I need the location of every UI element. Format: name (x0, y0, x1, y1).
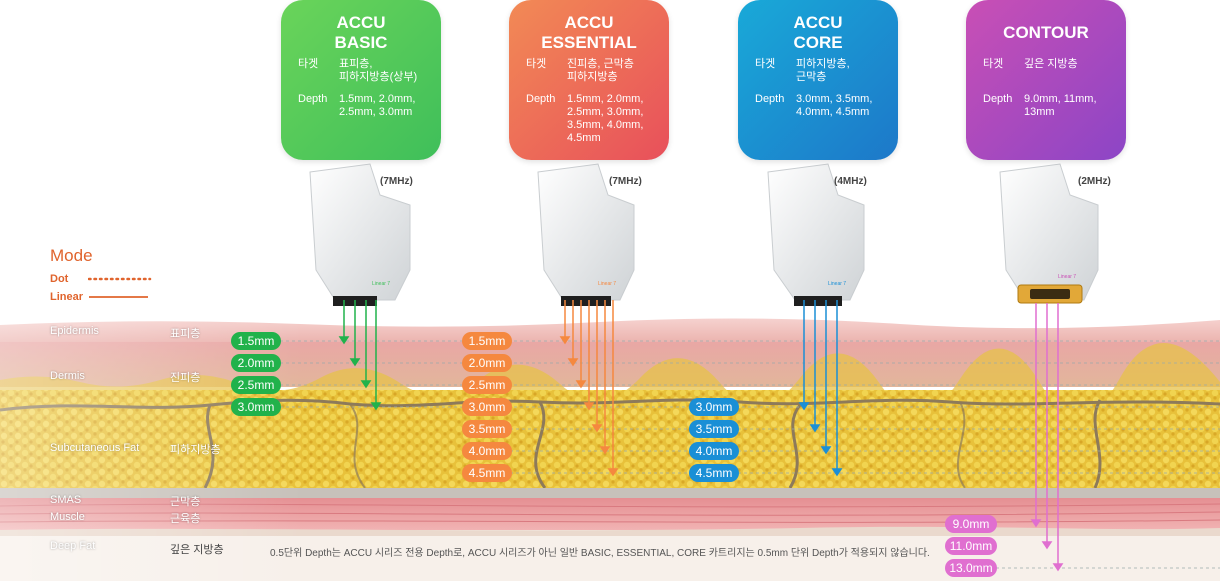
layer-en: SMAS (50, 494, 82, 506)
linear-legend-line (89, 296, 148, 298)
beams-contour (1030, 303, 1064, 572)
depth-pill: 3.5mm (462, 420, 512, 438)
depth-pill: 1.5mm (462, 332, 512, 350)
depth-pill: 4.5mm (462, 464, 512, 482)
cartridge-label: Linear 7 (372, 281, 390, 287)
beams-essential (559, 300, 619, 477)
card-accu-essential: ACCU ESSENTIAL 타겟 진피층, 근막층 피하지방층 Depth 1… (509, 0, 669, 160)
depth-pill: 4.0mm (462, 442, 512, 460)
footnote: 0.5단위 Depth는 ACCU 시리즈 전용 Depth로, ACCU 시리… (270, 548, 930, 559)
depth-pill: 2.0mm (462, 354, 512, 372)
layer-en: Dermis (50, 370, 85, 382)
frequency-label: (7MHz) (380, 176, 413, 187)
frequency-label: (4MHz) (834, 176, 867, 187)
mode-dot-label: Dot (50, 273, 69, 285)
depth-pill: 2.0mm (231, 354, 281, 372)
beams-core (798, 300, 843, 477)
cartridge-label: Linear 7 (598, 281, 616, 287)
depth-pill: 13.0mm (945, 559, 997, 577)
card-title: ACCU BASIC (334, 13, 388, 52)
card-title: ACCU ESSENTIAL (541, 13, 637, 52)
card-title: CONTOUR (1003, 23, 1089, 42)
target-value: 진피층, 근막층 피하지방층 (567, 58, 634, 83)
card-contour: CONTOUR 타겟 깊은 지방층 Depth 9.0mm, 11mm, 13m… (966, 0, 1126, 160)
card-accu-core: ACCU CORE 타겟 피하지방층, 근막층 Depth 3.0mm, 3.5… (738, 0, 898, 160)
depth-value: 3.0mm, 3.5mm, 4.0mm, 4.5mm (796, 93, 873, 118)
depth-pill: 3.0mm (689, 398, 739, 416)
depth-label: Depth (755, 93, 785, 105)
beams-basic (338, 300, 382, 411)
layer-ko: 진피층 (170, 372, 201, 384)
depth-pill: 4.0mm (689, 442, 739, 460)
layer-en: Epidermis (50, 325, 99, 337)
depth-pill: 3.0mm (462, 398, 512, 416)
layer-en: Muscle (50, 511, 85, 523)
dot-legend-line (88, 277, 152, 281)
cartridge-label: Linear 7 (1058, 274, 1076, 280)
depth-pill: 3.0mm (231, 398, 281, 416)
target-label: 타겟 (526, 58, 547, 70)
depth-pill: 3.5mm (689, 420, 739, 438)
depth-value: 1.5mm, 2.0mm, 2.5mm, 3.0mm (339, 93, 416, 118)
cartridge-essential: Linear 7 (537, 163, 635, 306)
cartridge-contour: Linear 7 (999, 163, 1099, 304)
frequency-label: (2MHz) (1078, 176, 1111, 187)
depth-label: Depth (983, 93, 1013, 105)
depth-label: Depth (298, 93, 328, 105)
target-label: 타겟 (298, 58, 319, 70)
card-title: ACCU CORE (793, 13, 843, 52)
target-value: 표피층, 피하지방층(상부) (339, 58, 418, 83)
layer-en: Subcutaneous Fat (50, 442, 140, 454)
mode-linear-label: Linear (50, 291, 84, 303)
depth-pill: 4.5mm (689, 464, 739, 482)
target-label: 타겟 (755, 58, 776, 70)
layer-ko: 피하지방층 (170, 444, 221, 456)
depth-pill: 2.5mm (462, 376, 512, 394)
cartridge-core: Linear 7 (767, 163, 865, 306)
target-label: 타겟 (983, 58, 1004, 70)
layer-en: Deep Fat (50, 540, 96, 552)
depth-pill: 2.5mm (231, 376, 281, 394)
depth-pill: 1.5mm (231, 332, 281, 350)
layer-ko: 표피층 (170, 328, 201, 340)
cartridge-label: Linear 7 (828, 281, 846, 287)
frequency-label: (7MHz) (609, 176, 642, 187)
depth-pill: 11.0mm (945, 537, 997, 555)
layer-ko: 근막층 (170, 496, 201, 508)
layer-ko: 근육층 (170, 513, 201, 525)
layer-ko: 깊은 지방층 (170, 544, 224, 556)
target-value: 깊은 지방층 (1024, 58, 1078, 70)
depth-value: 1.5mm, 2.0mm, 2.5mm, 3.0mm, 3.5mm, 4.0mm… (567, 93, 644, 144)
card-accu-basic: ACCU BASIC 타겟 표피층, 피하지방층(상부) Depth 1.5mm… (281, 0, 441, 160)
mode-title: Mode (50, 246, 93, 265)
depth-pill: 9.0mm (945, 515, 997, 533)
depth-value: 9.0mm, 11mm, 13mm (1024, 93, 1097, 118)
depth-label: Depth (526, 93, 556, 105)
target-value: 피하지방층, 근막층 (796, 58, 850, 83)
